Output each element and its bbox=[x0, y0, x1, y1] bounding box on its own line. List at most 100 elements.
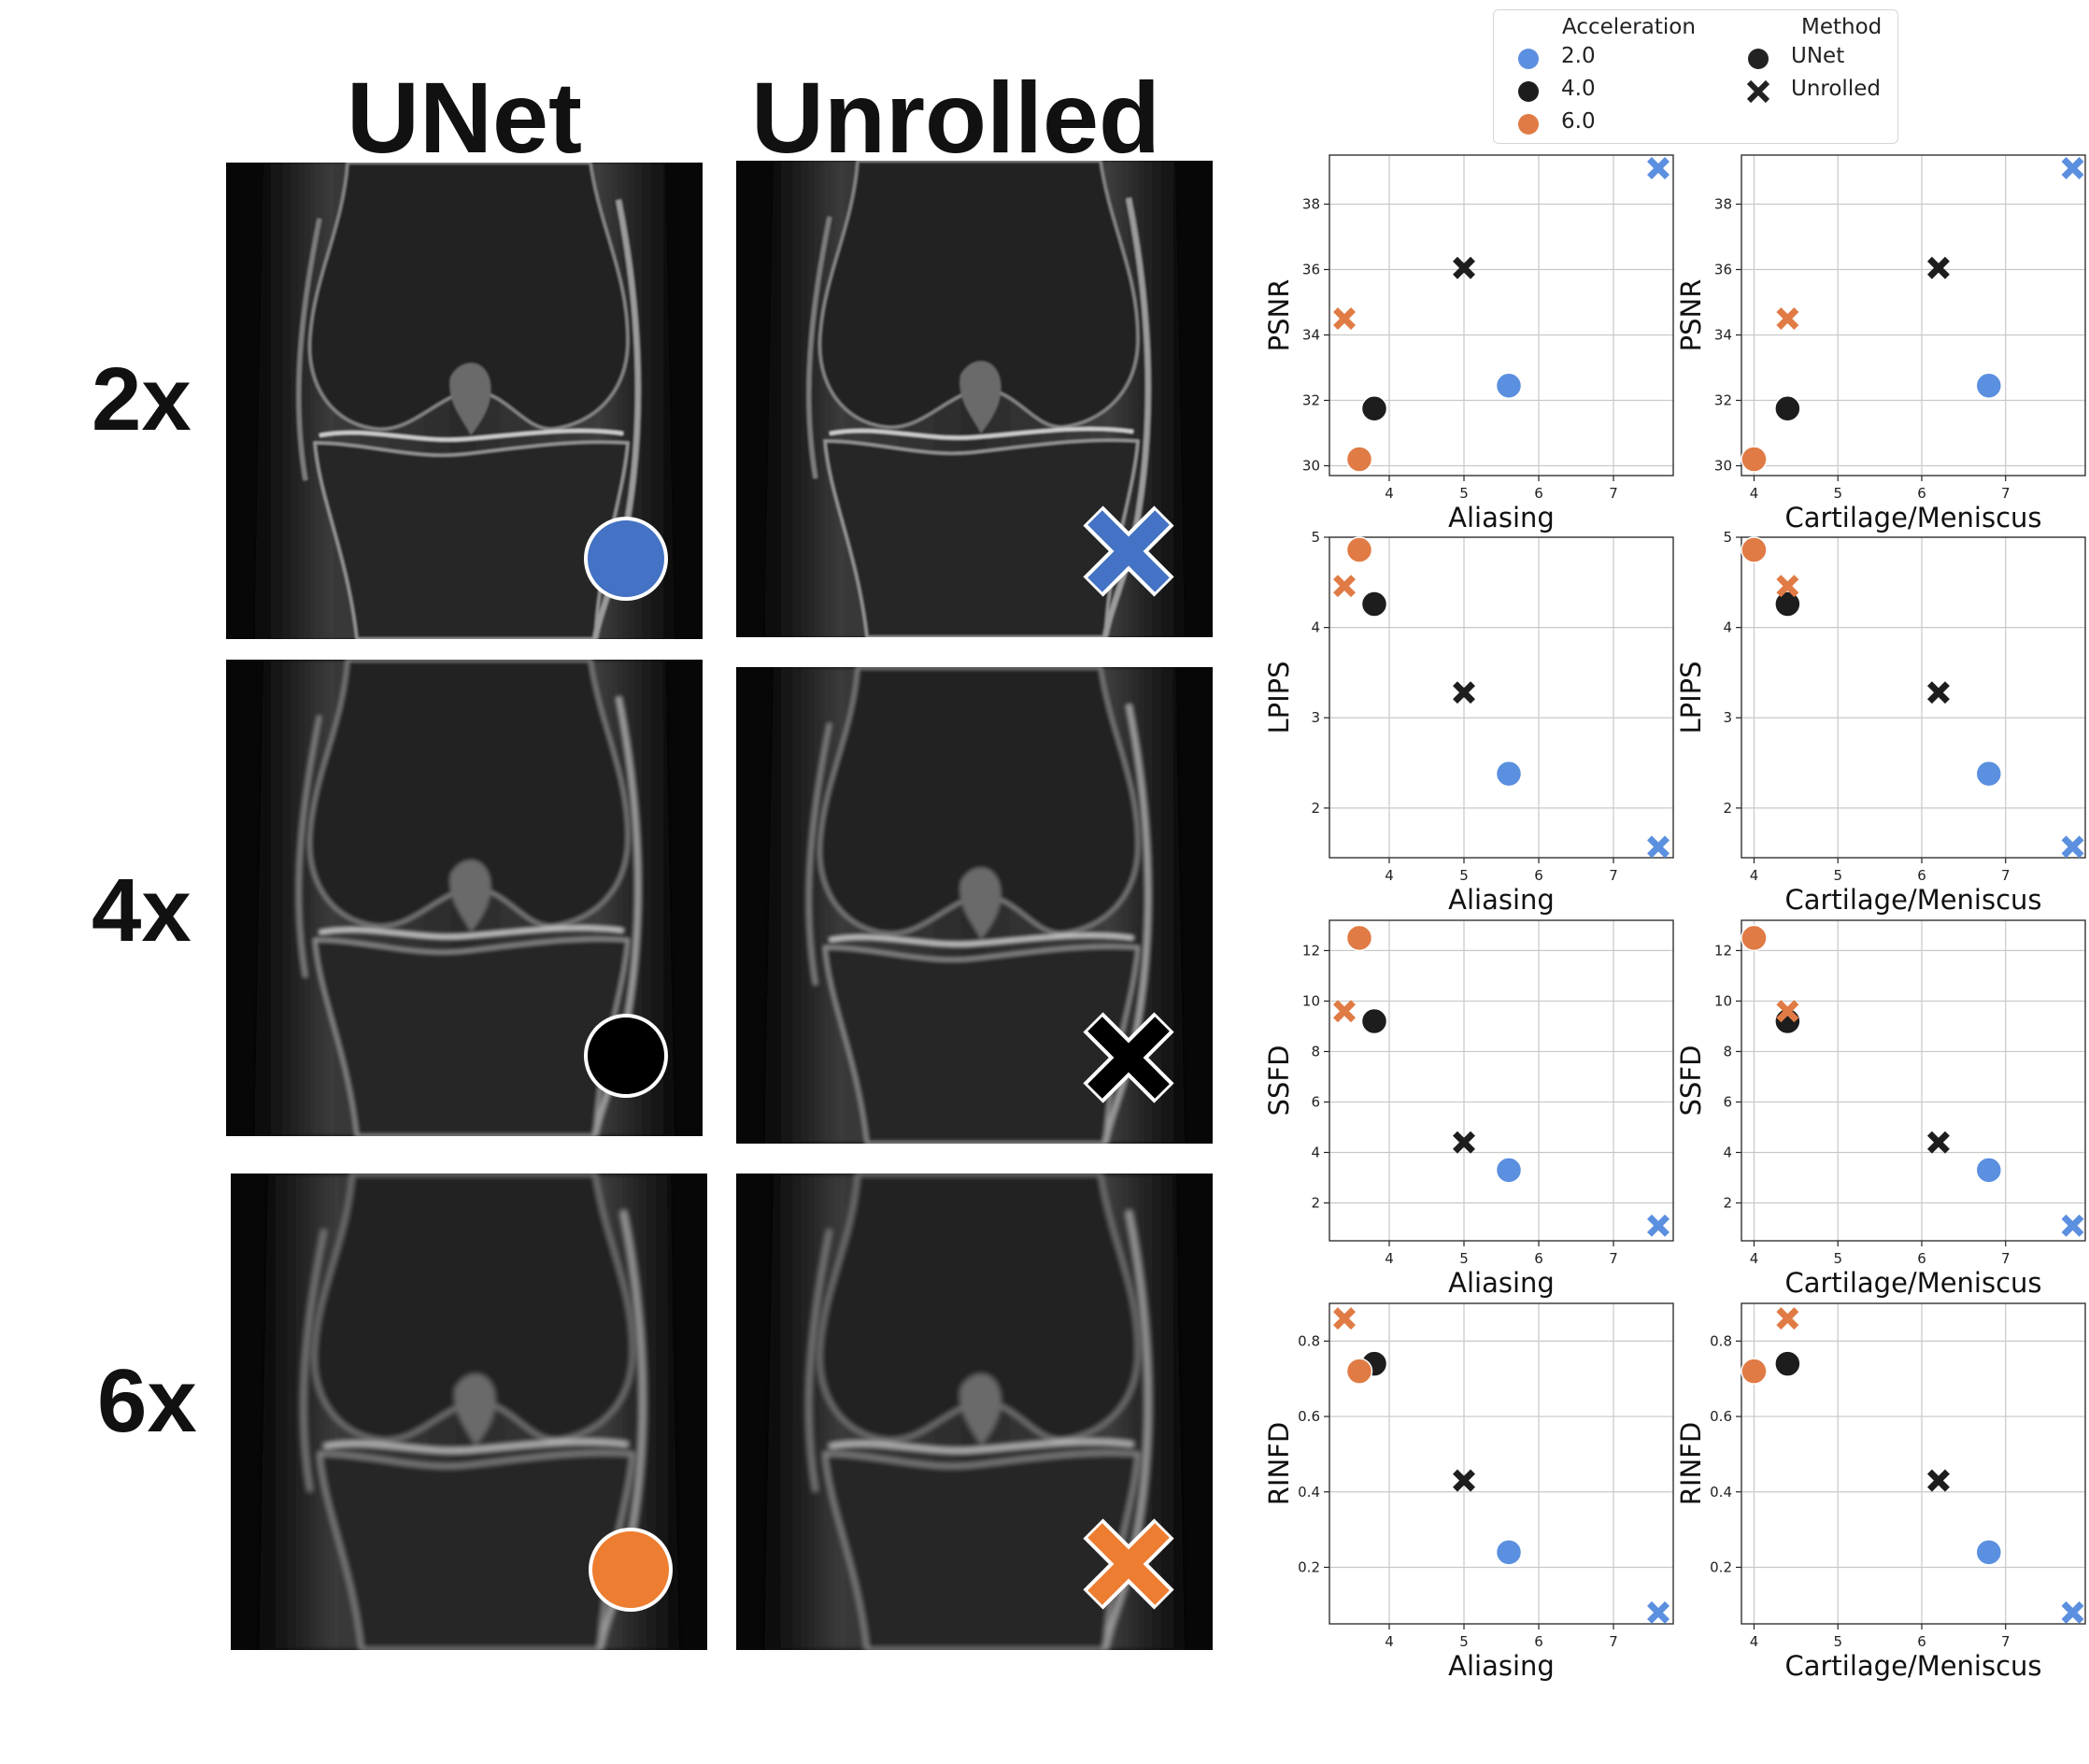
legend-label: UNet bbox=[1791, 44, 1845, 68]
y-tick-label: 0.6 bbox=[1710, 1408, 1732, 1425]
point-unrolled-4.0 bbox=[1926, 681, 1950, 704]
x-axis-label: Aliasing bbox=[1448, 502, 1555, 533]
y-tick-label: 34 bbox=[1302, 327, 1320, 344]
point-unet-2.0 bbox=[1975, 760, 2003, 788]
column-title-unrolled: Unrolled bbox=[750, 61, 1160, 174]
point-unet-4.0 bbox=[1360, 1007, 1388, 1035]
point-unrolled-4.0 bbox=[1926, 1469, 1950, 1492]
x-tick-label: 4 bbox=[1750, 867, 1759, 884]
y-tick-label: 32 bbox=[1714, 392, 1732, 409]
y-tick-label: 2 bbox=[1723, 1194, 1732, 1211]
mri-image-unet-6x bbox=[231, 1174, 707, 1650]
plot-frame bbox=[1741, 919, 2086, 1242]
y-tick-label: 0.2 bbox=[1298, 1558, 1320, 1575]
point-unrolled-4.0 bbox=[1453, 1131, 1475, 1154]
y-tick-label: 5 bbox=[1311, 529, 1320, 546]
legend-item-acceleration-4: 4.0 bbox=[1514, 75, 1701, 103]
row-label-4x: 4x bbox=[92, 861, 192, 960]
point-unet-4.0 bbox=[1774, 1350, 1801, 1377]
x-tick-label: 6 bbox=[1917, 1250, 1926, 1267]
y-tick-label: 3 bbox=[1311, 709, 1320, 726]
y-tick-label: 0.6 bbox=[1298, 1408, 1320, 1425]
point-unrolled-4.0 bbox=[1926, 1131, 1950, 1154]
plot-frame bbox=[1741, 536, 2086, 859]
mri-image-unrolled-4x bbox=[736, 667, 1213, 1144]
point-unrolled-4.0 bbox=[1453, 256, 1475, 279]
point-unet-2.0 bbox=[1975, 1539, 2003, 1566]
legend-item-method-unet: UNet bbox=[1744, 42, 1894, 70]
x-tick-label: 4 bbox=[1750, 1633, 1759, 1650]
y-tick-label: 0.4 bbox=[1298, 1484, 1320, 1501]
y-tick-label: 36 bbox=[1714, 262, 1732, 278]
legend-label: 4.0 bbox=[1561, 77, 1596, 101]
point-unrolled-2.0 bbox=[2061, 1600, 2084, 1624]
x-tick-label: 7 bbox=[1609, 1250, 1618, 1267]
y-tick-label: 0.8 bbox=[1298, 1332, 1320, 1349]
x-tick-label: 6 bbox=[1917, 867, 1926, 884]
legend: Acceleration Method 2.0 4.0 6.0 UNet Unr… bbox=[1493, 9, 1898, 144]
y-tick-label: 2 bbox=[1311, 800, 1320, 817]
y-tick-label: 32 bbox=[1302, 392, 1320, 409]
y-axis-label: LPIPS bbox=[1263, 661, 1295, 733]
y-tick-label: 0.4 bbox=[1710, 1484, 1732, 1501]
point-unrolled-6.0 bbox=[1776, 1000, 1799, 1023]
point-unrolled-6.0 bbox=[1776, 307, 1799, 330]
x-axis-label: Aliasing bbox=[1448, 884, 1555, 916]
y-tick-label: 2 bbox=[1723, 800, 1732, 817]
point-unet-6.0 bbox=[1345, 924, 1373, 952]
point-unet-4.0 bbox=[1774, 395, 1801, 422]
legend-circle-icon bbox=[1518, 114, 1539, 135]
x-tick-label: 7 bbox=[1609, 867, 1618, 884]
y-axis-label: PSNR bbox=[1263, 279, 1295, 352]
point-unrolled-6.0 bbox=[1776, 1307, 1799, 1330]
point-unet-2.0 bbox=[1495, 1539, 1523, 1566]
panel-marker-cross-icon bbox=[1083, 505, 1174, 597]
y-tick-label: 10 bbox=[1714, 992, 1732, 1009]
x-axis-label: Cartilage/Meniscus bbox=[1784, 884, 2041, 916]
point-unrolled-6.0 bbox=[1333, 307, 1356, 330]
legend-item-acceleration-6: 6.0 bbox=[1514, 107, 1701, 135]
x-tick-label: 6 bbox=[1534, 1250, 1543, 1267]
legend-circle-icon bbox=[1518, 81, 1539, 102]
point-unet-6.0 bbox=[1345, 446, 1373, 473]
x-tick-label: 5 bbox=[1833, 867, 1842, 884]
y-tick-label: 0.8 bbox=[1710, 1332, 1732, 1349]
y-axis-label: RINFD bbox=[1263, 1422, 1295, 1505]
y-tick-label: 4 bbox=[1311, 1144, 1320, 1160]
x-tick-label: 6 bbox=[1534, 867, 1543, 884]
y-tick-label: 8 bbox=[1311, 1043, 1320, 1060]
x-tick-label: 5 bbox=[1833, 1633, 1842, 1650]
point-unrolled-2.0 bbox=[1647, 1214, 1670, 1237]
y-axis-label: SSFD bbox=[1675, 1046, 1707, 1117]
point-unrolled-6.0 bbox=[1333, 575, 1356, 598]
x-tick-label: 5 bbox=[1459, 485, 1469, 502]
point-unet-6.0 bbox=[1741, 924, 1768, 952]
point-unrolled-2.0 bbox=[1647, 1600, 1670, 1624]
point-unrolled-2.0 bbox=[2061, 835, 2084, 859]
plot-frame bbox=[1329, 536, 1674, 859]
y-tick-label: 34 bbox=[1714, 327, 1732, 344]
point-unrolled-6.0 bbox=[1776, 575, 1799, 598]
legend-circle-icon bbox=[1748, 49, 1769, 69]
point-unrolled-4.0 bbox=[1453, 681, 1475, 704]
x-axis-label: Aliasing bbox=[1448, 1267, 1555, 1299]
y-tick-label: 38 bbox=[1714, 196, 1732, 213]
y-tick-label: 0.2 bbox=[1710, 1558, 1732, 1575]
point-unet-4.0 bbox=[1360, 395, 1388, 422]
x-tick-label: 7 bbox=[2001, 1633, 2011, 1650]
point-unrolled-2.0 bbox=[1647, 835, 1670, 859]
y-tick-label: 8 bbox=[1723, 1043, 1732, 1060]
x-axis-label: Cartilage/Meniscus bbox=[1784, 1650, 2041, 1682]
plot-frame bbox=[1741, 1302, 2086, 1625]
plot-frame bbox=[1329, 919, 1674, 1242]
legend-item-method-unrolled: Unrolled bbox=[1744, 75, 1894, 104]
y-axis-label: LPIPS bbox=[1675, 661, 1707, 733]
y-axis-label: PSNR bbox=[1675, 279, 1707, 352]
